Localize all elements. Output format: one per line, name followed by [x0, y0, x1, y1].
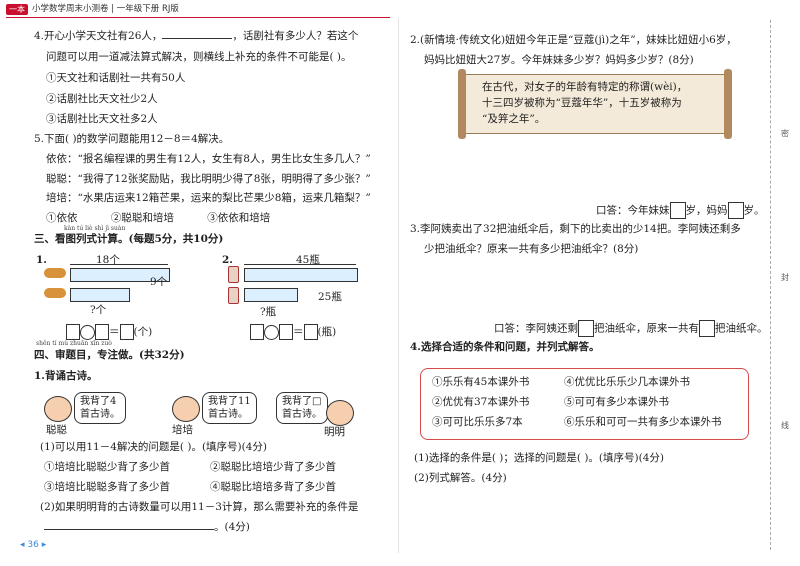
s4q1-sub1: (1)可以用11－4解决的问题是( )。(填序号)(4分) [40, 441, 268, 453]
header-badge: 一本 [6, 4, 28, 15]
s4q1-sub2: (2)如果明明背的古诗数量可以用11－3计算，那么需要补充的条件是 [40, 501, 359, 513]
q5-line1: 5.下面( )的数学问题能用12－8＝4解决。 [34, 133, 230, 145]
s4q1-sub2-answer: 。(4分) [44, 521, 250, 534]
p1-total-brace [70, 264, 168, 265]
p2-bar-top [244, 268, 358, 282]
q4-sub1: (1)选择的条件是( )；选择的问题是( )。(填序号)(4分) [414, 452, 664, 464]
sec3-title: 三、看图列式计算。(每题5分，共10分) [34, 233, 224, 245]
question-4: ④优优比乐乐少几本课外书 [564, 376, 690, 388]
q2-line1: 2.(新情境·传统文化)妞妞今年正是“豆蔻(jì)之年”，妹妹比妞妞小6岁， [410, 34, 737, 46]
s4q1-opt4: ④聪聪比培培多背了多少首 [210, 481, 336, 493]
child-peipei-face [172, 396, 200, 422]
seal-label-xian: 线 [781, 421, 789, 430]
bread-icon [44, 288, 66, 298]
question-6: ⑥乐乐和可可一共有多少本课外书 [564, 416, 722, 428]
q5-line2: 依依：“报名编程课的男生有12人，女生有8人，男生比女生多几人？” [46, 153, 371, 165]
seal-label-feng: 封 [781, 273, 789, 282]
child-congcong-face [44, 396, 72, 422]
q4-option-2: ②话剧社比天文社少2人 [46, 93, 158, 105]
scroll-line3: “及笄之年”。 [482, 113, 546, 125]
q4-sub2: (2)列式解答。(4分) [414, 472, 507, 484]
bubble-mingming: 我背了□ 首古诗。 [276, 392, 328, 424]
p2-total-label: 45瓶 [296, 254, 320, 266]
name-peipei: 培培 [172, 424, 193, 436]
p2-bar-bottom [244, 288, 298, 302]
p1-question-label: ?个 [90, 304, 107, 316]
q4-title: 4.选择合适的条件和问题，并列式解答。 [410, 341, 600, 353]
p2-question-label: ?瓶 [260, 306, 277, 318]
q3-line1: 3.李阿姨卖出了32把油纸伞后，剩下的比卖出的少14把。李阿姨还剩多 [410, 223, 741, 235]
p1-total-label: 18个 [96, 254, 120, 266]
p1-diff-label: 9个 [150, 276, 168, 288]
q5-line4: 培培：“水果店运来12箱芒果，运来的梨比芒果少8箱，运来几箱梨？” [46, 192, 371, 204]
q2-line2: 妈妈比妞妞大27岁。今年妹妹多少岁？妈妈多少岁？(8分) [424, 54, 694, 66]
sec4-pinyin: shěn tí mù zhuān xīn zuò [36, 340, 112, 347]
sec3-pinyin: kàn tú liè shì jì suàn [64, 225, 126, 232]
page-divider [398, 18, 399, 553]
conditions-box [420, 368, 749, 440]
bottle-icon [228, 266, 239, 283]
p1-bar-bottom [70, 288, 130, 302]
condition-3: ③可可比乐乐多7本 [432, 416, 523, 428]
scroll-line2: 十三四岁被称为“豆蔻年华”，十五岁被称为 [482, 97, 682, 109]
q3-answer: 口答：李阿姨还剩把油纸伞，原来一共有把油纸伞。 [494, 320, 768, 337]
s4q1-title: 1.背诵古诗。 [34, 370, 98, 382]
page-number: ◂ 36 ▸ [20, 540, 47, 550]
seal-line [770, 20, 771, 550]
p1-bar-top [70, 268, 170, 282]
q4-option-1: ①天文社和话剧社一共有50人 [46, 72, 186, 84]
q2-answer: 口答：今年妹妹岁，妈妈岁。 [596, 202, 765, 219]
bubble-congcong: 我背了4 首古诗。 [74, 392, 126, 424]
bread-icon [44, 268, 66, 278]
child-mingming-face [326, 400, 354, 426]
q4-option-3: ③话剧社比天文社多2人 [46, 113, 158, 125]
seal-label-mi: 密 [781, 129, 789, 138]
name-mingming: 明明 [324, 426, 345, 438]
p2-total-brace [244, 264, 356, 265]
culture-scroll [458, 69, 732, 139]
sec4-title: 四、审题目，专注做。(共32分) [34, 349, 185, 361]
q4-line2: 问题可以用一道减法算式解决，则横线上补充的条件不可能是( )。 [46, 51, 352, 63]
name-congcong: 聪聪 [46, 424, 67, 436]
q3-line2: 少把油纸伞？原来一共有多少把油纸伞？(8分) [424, 243, 639, 255]
condition-2: ②优优有37本课外书 [432, 396, 530, 408]
bubble-peipei: 我背了11 首古诗。 [202, 392, 257, 424]
p1-number: 1. [36, 254, 47, 266]
s4q1-opt2: ②聪聪比培培少背了多少首 [210, 461, 336, 473]
bottle-icon [228, 287, 239, 304]
p2-diff-label: 25瓶 [318, 291, 342, 303]
question-5: ⑤可可有多少本课外书 [564, 396, 669, 408]
header-title: 小学数学周末小测卷 | 一年级下册 RJ版 [32, 4, 179, 14]
q5-line3: 聪聪：“我得了12张奖励贴，我比明明少得了8张，明明得了多少张？” [46, 173, 371, 185]
s4q1-opt3: ③培培比聪聪多背了多少首 [44, 481, 170, 493]
p2-equation: ＝(瓶) [250, 324, 336, 340]
q4-line1: 4.开心小学天文社有26人，，话剧社有多少人？若这个 [34, 30, 359, 42]
q5-options: ①依依 ②聪聪和培培 ③依依和培培 [46, 212, 271, 224]
scroll-line1: 在古代，对女子的年龄有特定的称谓(wèi)， [482, 81, 688, 93]
p2-number: 2. [222, 254, 233, 266]
header-divider [6, 17, 390, 18]
condition-1: ①乐乐有45本课外书 [432, 376, 530, 388]
p1-equation: ＝(个) [66, 324, 152, 340]
s4q1-opt1: ①培培比聪聪少背了多少首 [44, 461, 170, 473]
